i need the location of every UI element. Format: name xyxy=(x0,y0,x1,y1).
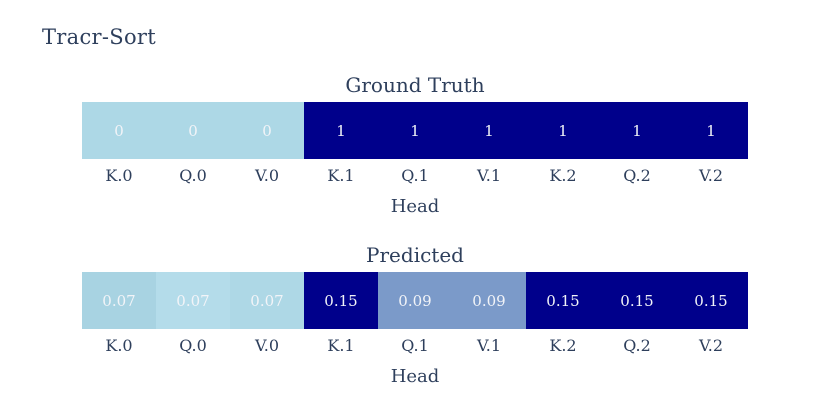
tick-label: Q.2 xyxy=(623,166,651,185)
heatmap-cell: 0.15 xyxy=(304,272,378,329)
heatmap-cell: 0 xyxy=(156,102,230,159)
tick-label: V.2 xyxy=(698,336,724,355)
tick-label: V.0 xyxy=(254,336,280,355)
heatmap-cell: 0.07 xyxy=(230,272,304,329)
x-axis-label: Head xyxy=(390,366,440,387)
chart-title: Ground Truth xyxy=(345,73,485,97)
heatmap-cell: 0.07 xyxy=(82,272,156,329)
tick-row: K.0 Q.0 V.0 K.1 Q.1 V.1 K.2 Q.2 V.2 xyxy=(82,336,748,355)
tick-label: Q.0 xyxy=(179,166,207,185)
heatmap-cell: 1 xyxy=(304,102,378,159)
tick-label: K.1 xyxy=(327,166,355,185)
heatmap-cell: 0.15 xyxy=(526,272,600,329)
tick-label: V.1 xyxy=(476,166,502,185)
tick-label: K.2 xyxy=(549,166,577,185)
heatmap-cell: 0.09 xyxy=(452,272,526,329)
tick-label: V.2 xyxy=(698,166,724,185)
heatmap-cell: 1 xyxy=(378,102,452,159)
tick-label: V.1 xyxy=(476,336,502,355)
heatmap-cell: 0.15 xyxy=(674,272,748,329)
heatmap-cell: 0.07 xyxy=(156,272,230,329)
heatmap-cell: 1 xyxy=(600,102,674,159)
figure-title: Tracr-Sort xyxy=(42,25,156,49)
tick-label: Q.1 xyxy=(401,166,429,185)
tick-label: Q.1 xyxy=(401,336,429,355)
heatmap-cell: 0.09 xyxy=(378,272,452,329)
heatmap-cell: 0 xyxy=(82,102,156,159)
tick-label: V.0 xyxy=(254,166,280,185)
heatmap-cell: 1 xyxy=(452,102,526,159)
tick-label: Q.0 xyxy=(179,336,207,355)
heatmap-cell: 1 xyxy=(526,102,600,159)
x-axis-label: Head xyxy=(390,196,440,217)
tick-label: K.0 xyxy=(105,166,133,185)
tick-row: K.0 Q.0 V.0 K.1 Q.1 V.1 K.2 Q.2 V.2 xyxy=(82,166,748,185)
tick-label: K.2 xyxy=(549,336,577,355)
heatmap-cell: 0 xyxy=(230,102,304,159)
chart-title: Predicted xyxy=(366,243,464,267)
tick-label: K.0 xyxy=(105,336,133,355)
heatmap-cell: 1 xyxy=(674,102,748,159)
heatmap-cell: 0.15 xyxy=(600,272,674,329)
tick-label: Q.2 xyxy=(623,336,651,355)
tick-label: K.1 xyxy=(327,336,355,355)
